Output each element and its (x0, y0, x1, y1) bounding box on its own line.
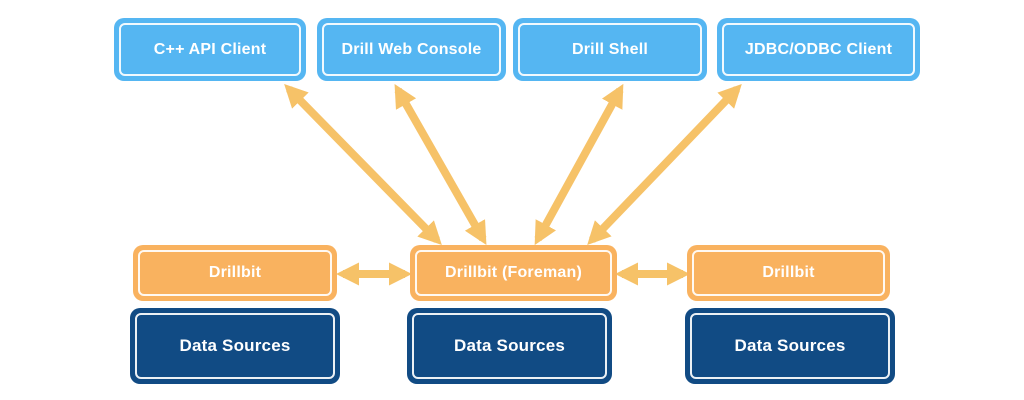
arrow-drill-web-console-to-foreman (394, 83, 487, 246)
node-drillbit-foreman: Drillbit (Foreman) (410, 245, 617, 301)
node-label: JDBC/ODBC Client (744, 40, 893, 58)
node-jdbc-odbc-client: JDBC/ODBC Client (717, 18, 920, 81)
node-cpp-api-client: C++ API Client (114, 18, 306, 81)
node-label: Drillbit (Foreman) (445, 264, 582, 281)
node-label: Drill Shell (572, 40, 648, 58)
node-label: C++ API Client (153, 40, 267, 58)
node-drillbit-left: Drillbit (133, 245, 337, 301)
arrow-drill-shell-to-foreman (534, 83, 624, 246)
arrow-jdbc-odbc-client-to-foreman (587, 83, 742, 246)
node-data-sources-right: Data Sources (685, 308, 895, 384)
node-label: Drill Web Console (341, 40, 482, 58)
node-label: Data Sources (734, 336, 846, 355)
node-label: Drillbit (208, 264, 262, 281)
node-drill-web-console: Drill Web Console (317, 18, 506, 81)
node-label: Drillbit (762, 264, 815, 281)
node-data-sources-center: Data Sources (407, 308, 612, 384)
node-label: Data Sources (453, 336, 566, 355)
node-label: Data Sources (179, 336, 291, 355)
arrow-cpp-api-client-to-foreman (284, 84, 442, 245)
node-drillbit-right: Drillbit (687, 245, 890, 301)
node-data-sources-left: Data Sources (130, 308, 340, 384)
node-drill-shell: Drill Shell (513, 18, 707, 81)
